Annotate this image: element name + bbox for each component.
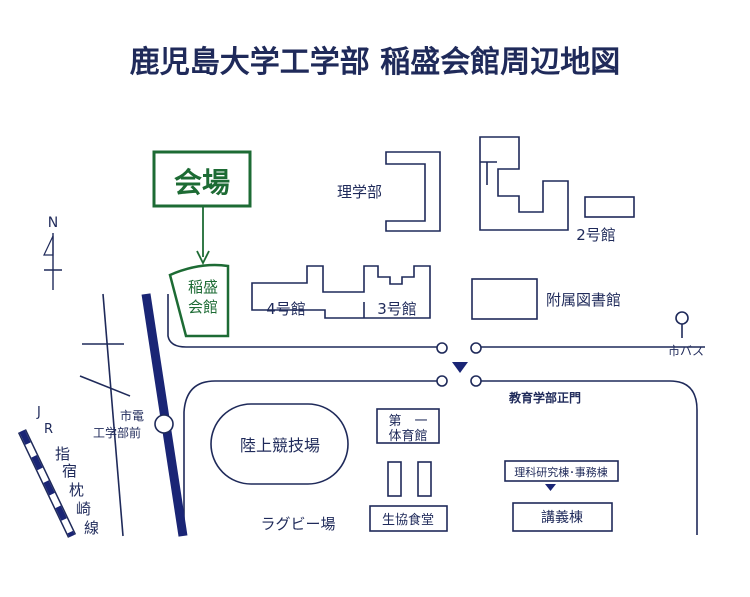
roads [79, 293, 705, 537]
library-label: 附属図書館 [546, 291, 621, 309]
tram-stop-label-line2: 工学部前 [93, 425, 141, 440]
library-building [471, 278, 538, 320]
signal-marker [470, 342, 482, 354]
signal-marker [436, 375, 448, 387]
admin-building [504, 460, 619, 482]
rugby-field-label: ラグビー場 [260, 515, 335, 533]
venue [152, 150, 252, 338]
jr-line [17, 429, 77, 538]
gymnasium-building [376, 408, 440, 444]
jr-line-label-char: J [36, 405, 41, 420]
map-title: 鹿児島大学工学部 稲盛会館周辺地図 [130, 45, 620, 80]
gymnasium-label-line1: 第 一 [388, 414, 427, 429]
gymnasium-label-line2: 体育館 [388, 428, 427, 444]
lecture-hall-label: 講義棟 [541, 509, 583, 526]
small-building [387, 461, 402, 497]
coop-cafeteria-building [369, 505, 448, 532]
venue-arrow-head-icon [196, 250, 210, 266]
compass-arrow-icon [43, 235, 54, 256]
buildings [210, 136, 635, 532]
jr-line-label-char: R [44, 422, 53, 437]
compass-north-label: N [48, 215, 58, 231]
lecture-hall-building [512, 502, 613, 532]
venue-callout-label: 会場 [174, 166, 230, 199]
west-street-3 [79, 375, 131, 397]
venue-building [168, 263, 230, 338]
jr-line-label-char: 崎 [76, 500, 91, 518]
bus-stop-icon [675, 311, 689, 325]
building-2 [584, 196, 635, 218]
building-2-label: 2号館 [576, 226, 616, 244]
coop-cafeteria-label: 生協食堂 [382, 512, 434, 528]
jr-line-label-char: 指 [55, 445, 70, 463]
building-3-label: 3号館 [377, 300, 417, 318]
science-building [385, 151, 441, 232]
north-road-lower-east [480, 380, 698, 535]
lecture-hall-arrow-icon [545, 484, 556, 491]
venue-name-line1: 稲盛 [188, 278, 218, 296]
bus-stop [675, 311, 689, 338]
west-street-1 [102, 293, 124, 537]
tram-stop-label-line1: 市電 [120, 408, 144, 423]
signal-marker [436, 342, 448, 354]
north-road-lower [183, 380, 438, 535]
venue-callout-box [152, 150, 252, 208]
small-building [417, 461, 432, 497]
signal-marker [470, 375, 482, 387]
jr-line-label-char: 宿 [62, 462, 77, 480]
science-annex [479, 136, 569, 231]
jr-line-label-char: 線 [84, 519, 99, 537]
athletic-field-track [210, 403, 349, 485]
building-4-label: 4号館 [266, 300, 306, 318]
north-road-upper [167, 294, 438, 348]
jr-track-dashes [19, 429, 75, 538]
athletic-field-label: 陸上競技場 [240, 436, 320, 455]
buildings-3-4 [251, 265, 431, 319]
science-building-label: 理学部 [337, 183, 382, 201]
admin-building-label: 理科研究棟･事務棟 [514, 465, 608, 479]
venue-name-line2: 会館 [188, 298, 218, 316]
bus-stop-label: 市バス [668, 343, 704, 358]
jr-line-label-char: 枕 [69, 481, 84, 499]
compass: N [43, 215, 62, 290]
intersection-markers [436, 342, 482, 387]
gate-triangle-icon [452, 362, 468, 373]
gate-label: 教育学部正門 [508, 390, 581, 405]
tram-stop-icon [154, 414, 174, 434]
